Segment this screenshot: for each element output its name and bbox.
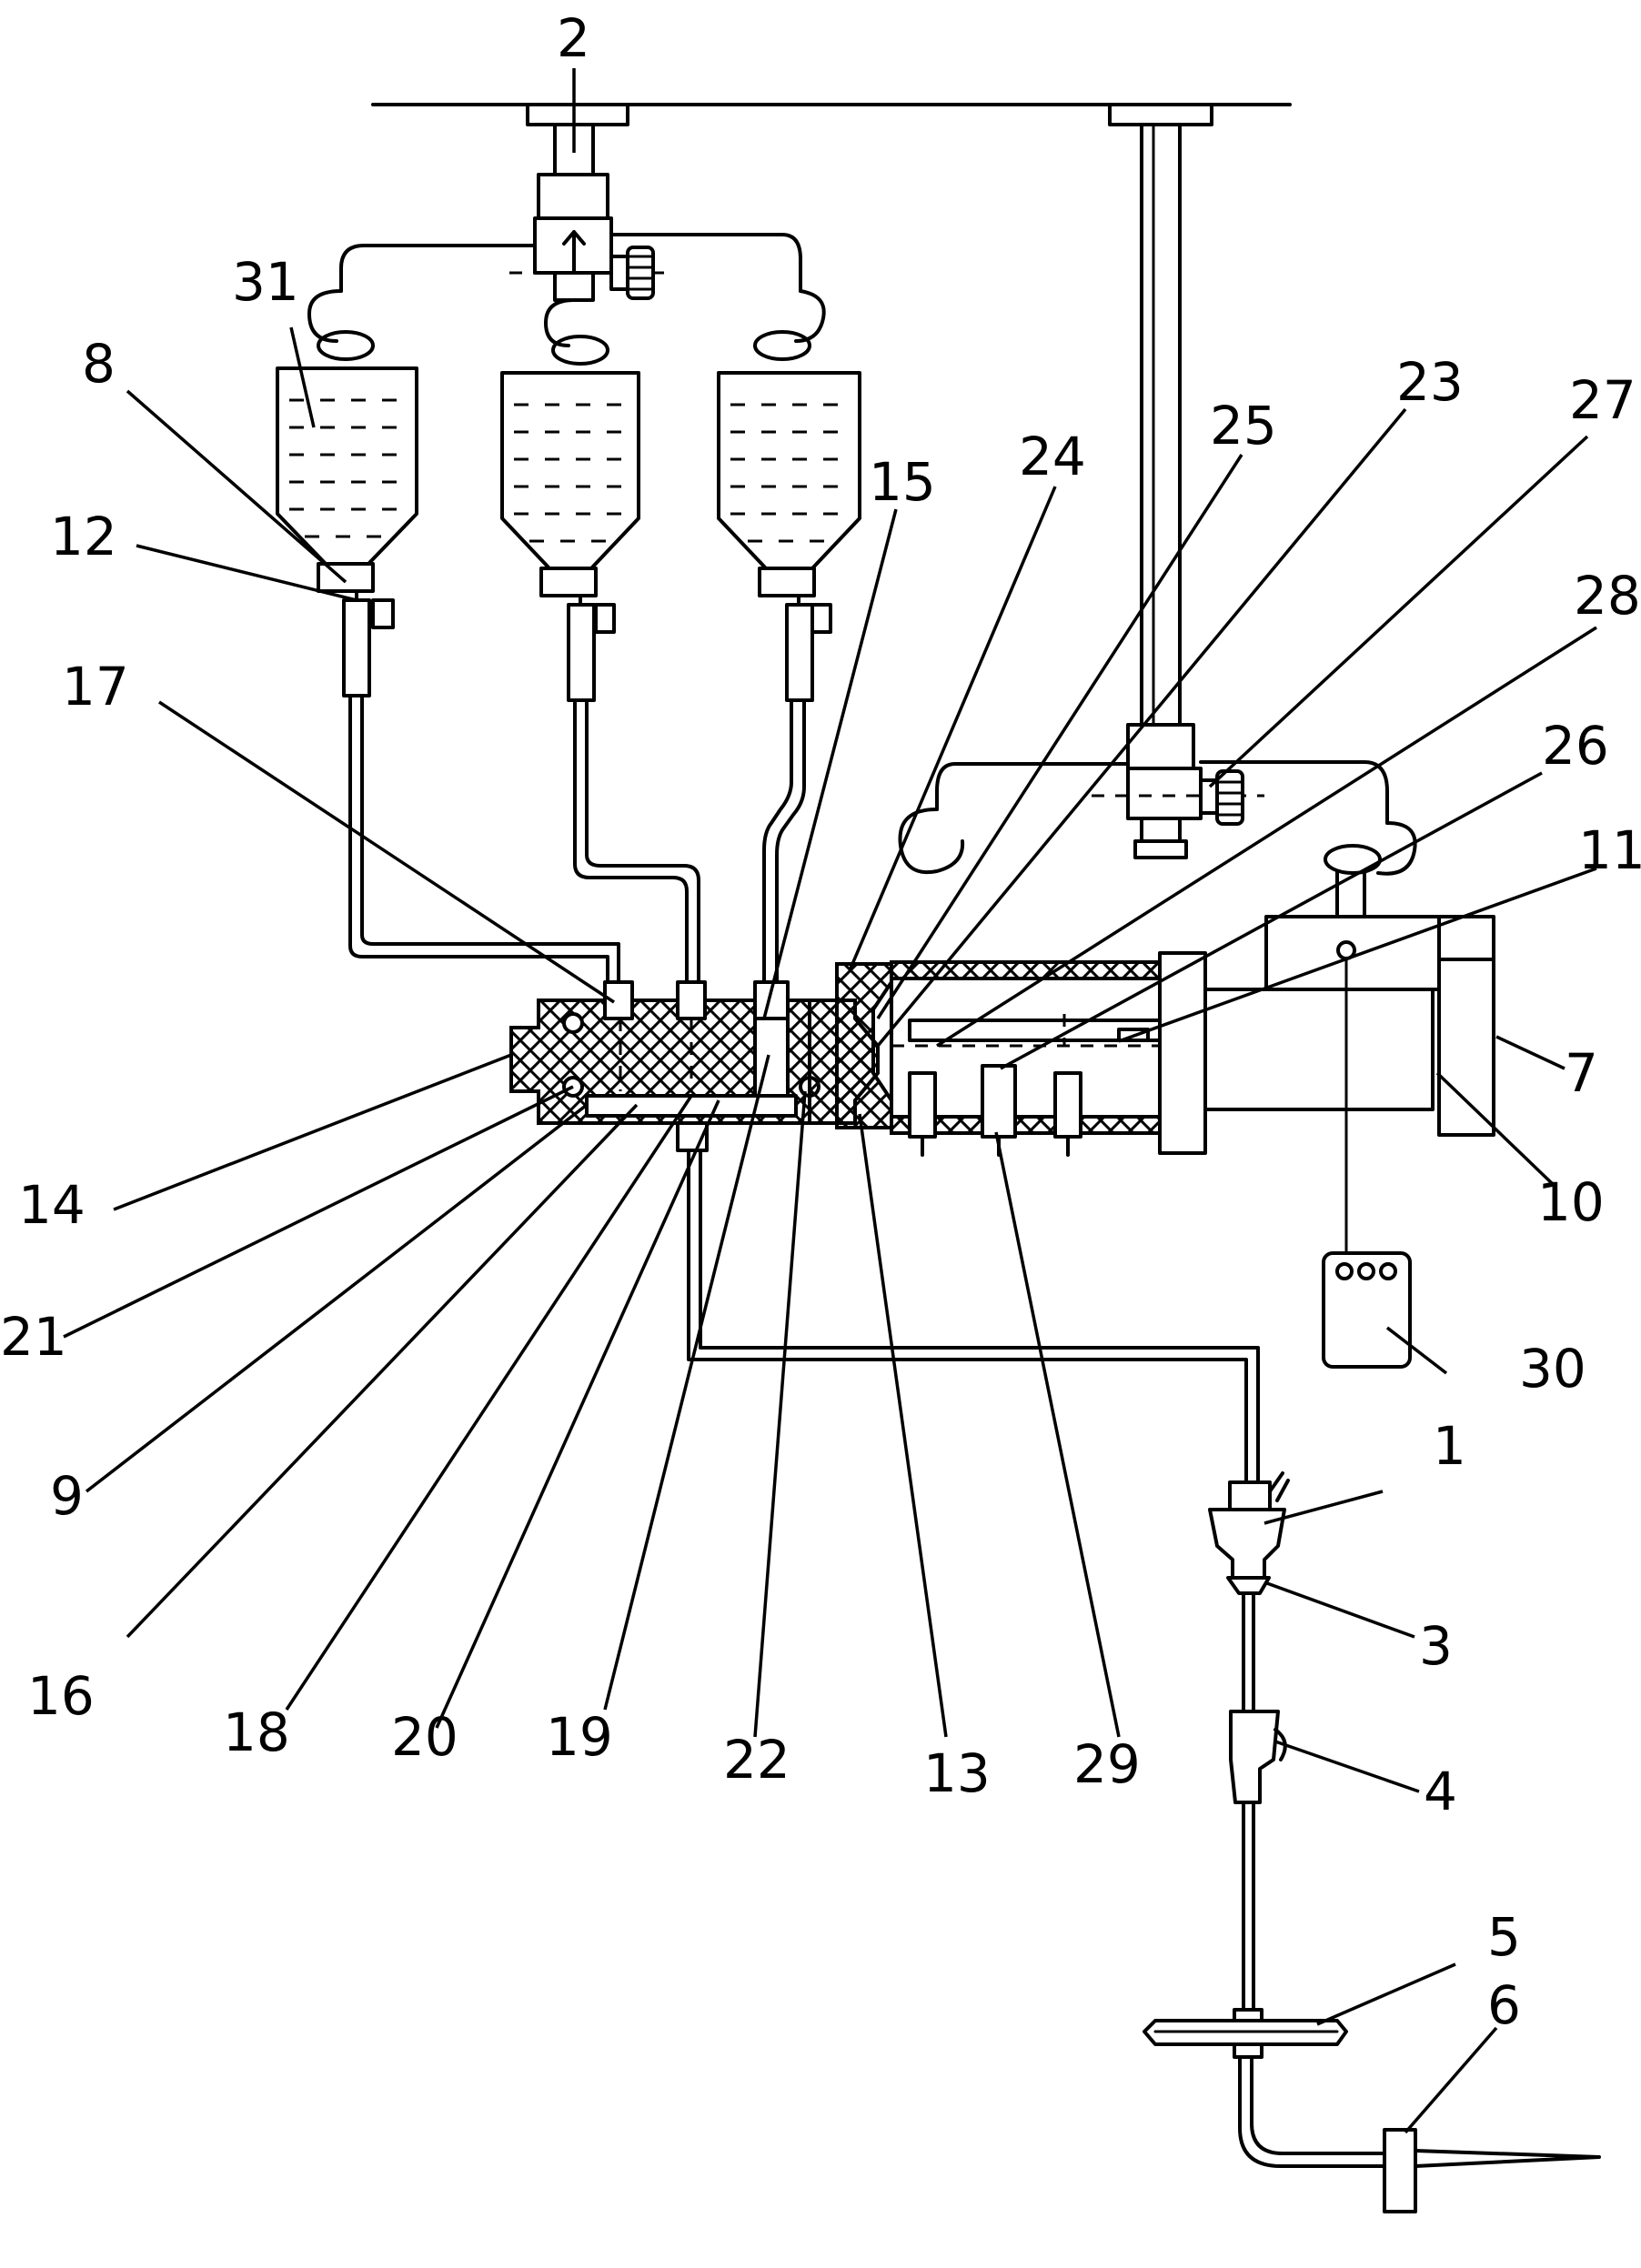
label-1: 1	[1433, 1415, 1466, 1477]
label-18: 18	[223, 1701, 290, 1763]
manifold-valve-body	[509, 980, 820, 1152]
coupling	[808, 962, 893, 1129]
drip-chamber	[1208, 1471, 1290, 1713]
label-19: 19	[546, 1706, 613, 1768]
label-23: 23	[1396, 351, 1464, 413]
bag-hooks	[307, 289, 826, 366]
needle	[1238, 2055, 1601, 2213]
label-8: 8	[82, 333, 116, 395]
label-28: 28	[1574, 565, 1641, 627]
label-24: 24	[1019, 426, 1086, 487]
label-10: 10	[1537, 1171, 1605, 1233]
label-20: 20	[391, 1706, 458, 1768]
leader-lines	[63, 68, 1597, 2134]
filter	[1143, 2008, 1348, 2059]
ceiling-rail	[371, 103, 1292, 126]
label-6: 6	[1487, 1974, 1521, 2036]
label-26: 26	[1542, 715, 1609, 777]
label-29: 29	[1073, 1733, 1141, 1795]
infusion-bag-left	[276, 366, 418, 697]
label-11: 11	[1578, 819, 1641, 881]
motor-assembly	[1158, 915, 1495, 1255]
bag-tubing	[348, 694, 806, 984]
label-17: 17	[62, 656, 129, 718]
label-21: 21	[0, 1306, 67, 1368]
label-3: 3	[1419, 1615, 1453, 1677]
label-9: 9	[50, 1465, 84, 1527]
flow-regulator	[1229, 1710, 1287, 2012]
label-22: 22	[723, 1729, 790, 1791]
infusion-bag-middle	[500, 371, 640, 702]
label-25: 25	[1210, 395, 1277, 457]
label-15: 15	[869, 451, 936, 513]
label-31: 31	[232, 251, 299, 313]
label-12: 12	[50, 506, 117, 567]
infusion-bag-right	[717, 371, 861, 702]
remote-control	[1322, 1251, 1412, 1369]
label-13: 13	[923, 1742, 991, 1804]
label-5: 5	[1487, 1906, 1521, 1968]
label-2: 2	[557, 7, 590, 69]
label-30: 30	[1519, 1338, 1586, 1400]
iv-hanger-pole-left	[339, 123, 802, 302]
label-7: 7	[1565, 1042, 1598, 1104]
outlet-tubing	[687, 1149, 1260, 1484]
label-27: 27	[1569, 369, 1636, 431]
reference-labels: 2 31 8 12 17 15 24 25 23 27 28 26 11 7 1…	[0, 7, 1641, 2036]
iv-hanger-pole-right	[898, 123, 1417, 918]
label-14: 14	[18, 1174, 86, 1236]
label-16: 16	[27, 1665, 95, 1727]
label-4: 4	[1424, 1761, 1457, 1822]
